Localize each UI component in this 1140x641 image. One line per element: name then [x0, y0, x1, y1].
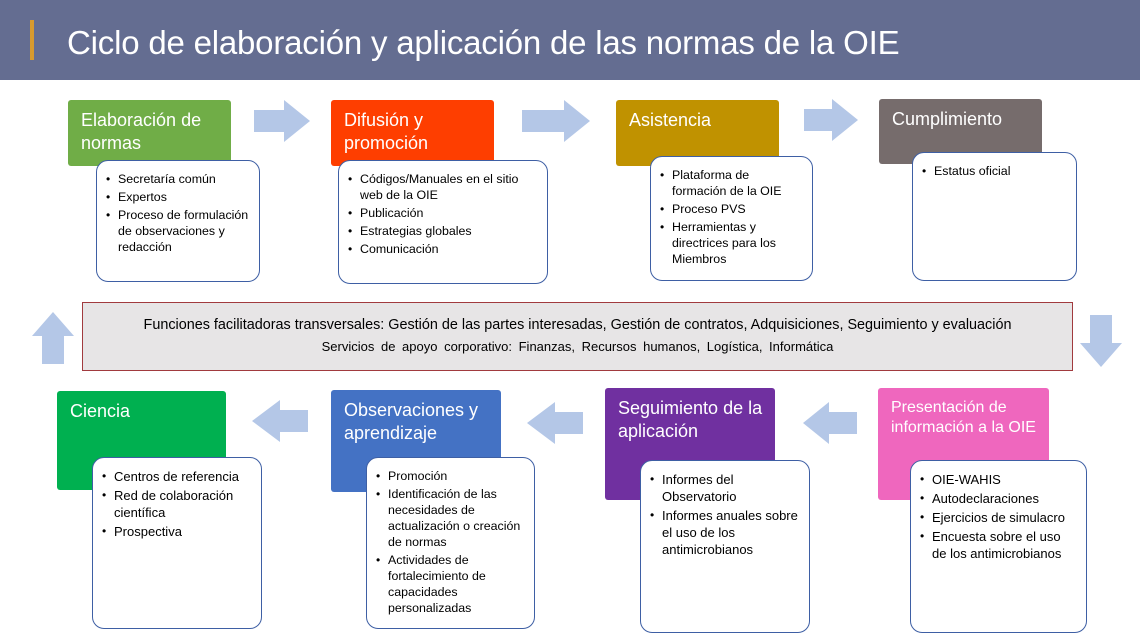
list-item: Informes anuales sobre el uso de los ant… — [650, 507, 799, 558]
stage-cumplimiento-card: Estatus oficial — [912, 152, 1077, 281]
arrow-up-icon — [32, 312, 74, 364]
corporate-support-text: Servicios de apoyo corporativo: Finanzas… — [321, 339, 834, 354]
stage-ciencia-card: Centros de referencia Red de colaboració… — [92, 457, 262, 629]
stage-asistencia-title: Asistencia — [616, 100, 779, 166]
arrow-right-icon — [522, 100, 590, 142]
stage-presentacion-card: OIE-WAHIS Autodeclaraciones Ejercicios d… — [910, 460, 1087, 633]
list-item: Centros de referencia — [102, 468, 251, 485]
arrow-left-icon — [252, 400, 308, 442]
arrow-right-icon — [804, 99, 858, 141]
stage-elaboracion-title: Elaboración de normas — [68, 100, 231, 166]
list-item: Expertos — [106, 189, 249, 205]
stage-seguimiento-card: Informes del Observatorio Informes anual… — [640, 460, 810, 633]
title-accent-bar — [30, 20, 34, 60]
list-item: Estrategias globales — [348, 223, 537, 239]
arrow-left-icon — [803, 402, 857, 444]
arrow-down-icon — [1080, 315, 1122, 367]
list-item: Identificación de las necesidades de act… — [376, 486, 524, 550]
list-item: Comunicación — [348, 241, 537, 257]
list-item: Autodeclaraciones — [920, 490, 1076, 507]
list-item: Proceso de formulación de observaciones … — [106, 207, 249, 255]
list-item: Red de colaboración científica — [102, 487, 251, 521]
list-item: Informes del Observatorio — [650, 471, 799, 505]
stage-elaboracion-card: Secretaría común Expertos Proceso de for… — [96, 160, 260, 282]
list-item: Actividades de fortalecimiento de capaci… — [376, 552, 524, 616]
list-item: Secretaría común — [106, 171, 249, 187]
arrow-right-icon — [254, 100, 310, 142]
stage-difusion-card: Códigos/Manuales en el sitio web de la O… — [338, 160, 548, 284]
list-item: OIE-WAHIS — [920, 471, 1076, 488]
cross-cutting-functions-text: Funciones facilitadoras transversales: G… — [143, 317, 1012, 333]
list-item: Encuesta sobre el uso de los antimicrobi… — [920, 528, 1076, 562]
stage-observaciones-card: Promoción Identificación de las necesida… — [366, 457, 535, 629]
header-bar: Ciclo de elaboración y aplicación de las… — [0, 0, 1140, 80]
list-item: Prospectiva — [102, 523, 251, 540]
list-item: Promoción — [376, 468, 524, 484]
list-item: Plataforma de formación de la OIE — [660, 167, 802, 199]
stage-asistencia-card: Plataforma de formación de la OIE Proces… — [650, 156, 813, 281]
page-title: Ciclo de elaboración y aplicación de las… — [67, 24, 900, 61]
list-item: Códigos/Manuales en el sitio web de la O… — [348, 171, 537, 203]
list-item: Ejercicios de simulacro — [920, 509, 1076, 526]
list-item: Publicación — [348, 205, 537, 221]
arrow-left-icon — [527, 402, 583, 444]
list-item: Proceso PVS — [660, 201, 802, 217]
list-item: Herramientas y directrices para los Miem… — [660, 219, 802, 267]
stage-difusion-title: Difusión y promoción — [331, 100, 494, 166]
cross-cutting-functions-box: Funciones facilitadoras transversales: G… — [82, 302, 1073, 371]
list-item: Estatus oficial — [922, 163, 1066, 179]
